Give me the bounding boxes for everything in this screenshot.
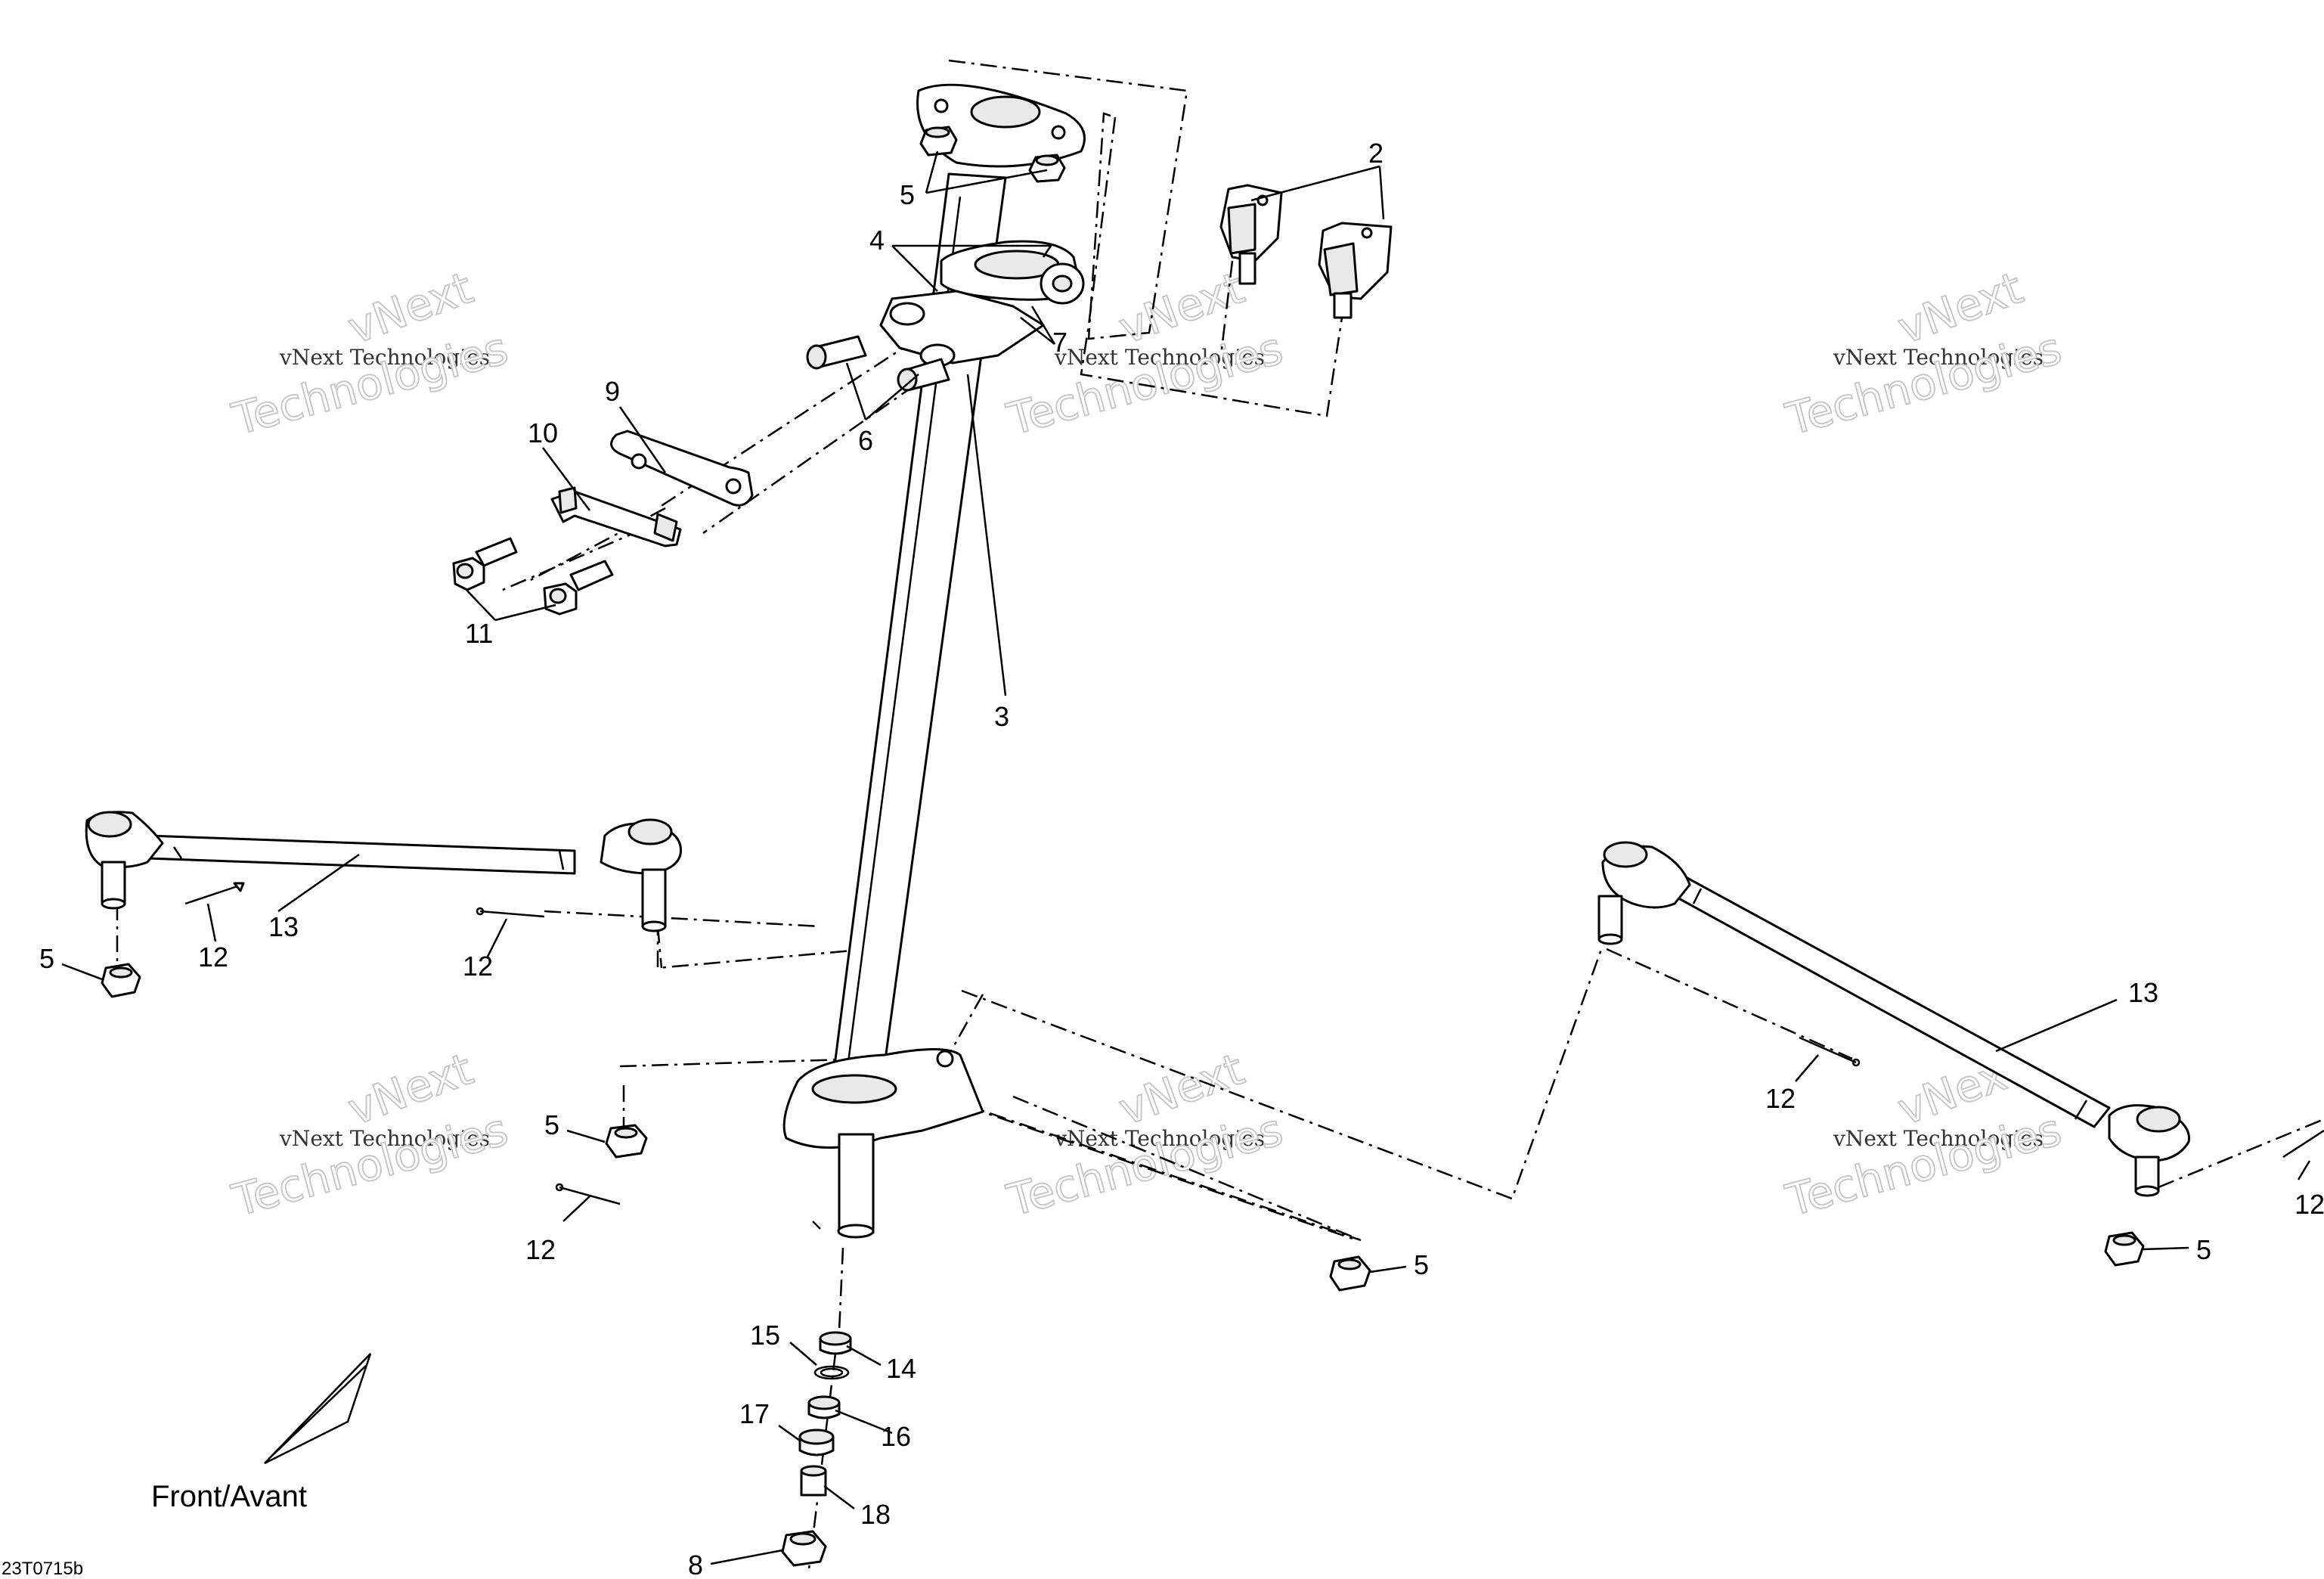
- steering-column[interactable]: [782, 83, 1086, 1239]
- callout-11: 11: [465, 618, 493, 649]
- svg-text:vNext Technologies: vNext Technologies: [279, 1126, 490, 1151]
- callout-16: 16: [881, 1421, 911, 1452]
- cotter-pin-left-2[interactable]: [476, 907, 545, 918]
- nut-8[interactable]: [781, 1530, 827, 1567]
- drawing-code: 23T0715b: [2, 1559, 83, 1579]
- callout-2: 2: [1368, 138, 1384, 169]
- column-nut-right[interactable]: [1329, 1255, 1371, 1292]
- svg-text:vNext Technologies: vNext Technologies: [279, 345, 490, 370]
- callout-10: 10: [528, 417, 558, 448]
- callout-13-right: 13: [2128, 977, 2158, 1008]
- callout-14: 14: [886, 1353, 916, 1384]
- tie-rod-nut-right[interactable]: [2104, 1231, 2145, 1267]
- watermark-bottom-middle: vNext vNext Technologies Technologies: [1001, 1042, 1288, 1227]
- assembly-guide-lines: [116, 59, 2324, 1570]
- callout-17: 17: [739, 1398, 770, 1429]
- svg-text:vNext Technologies: vNext Technologies: [1833, 345, 2044, 370]
- svg-text:vNext Technologies: vNext Technologies: [1054, 345, 1265, 370]
- callout-12-center: 12: [525, 1234, 556, 1265]
- front-direction-arrow-icon: [264, 1353, 372, 1465]
- callout-5-left: 5: [39, 943, 54, 974]
- watermark-top-left: vNext vNext Technologies Technologies: [226, 261, 513, 445]
- callout-3: 3: [994, 701, 1009, 732]
- callout-12-left-1: 12: [198, 942, 228, 973]
- washer-14[interactable]: [819, 1331, 852, 1355]
- column-nut-center[interactable]: [605, 1124, 648, 1159]
- tie-rod-left[interactable]: [85, 811, 682, 932]
- cotter-pin-left-1[interactable]: [184, 882, 245, 905]
- spacer-16[interactable]: [807, 1395, 841, 1419]
- front-avant-label: Front/Avant: [151, 1480, 307, 1513]
- cotter-pin-right-1[interactable]: [1799, 1036, 1861, 1067]
- flange-nut-upper-right[interactable]: [1028, 154, 1066, 183]
- leader-lines: [61, 150, 2311, 1565]
- callout-12-right-2: 12: [2295, 1189, 2324, 1220]
- watermark-group: vNext vNext Technologies Technologies vN…: [226, 261, 2067, 1227]
- cotter-pin-center[interactable]: [555, 1183, 621, 1205]
- callout-5-center: 5: [544, 1109, 559, 1140]
- watermark-top-right: vNext vNext Technologies Technologies: [1780, 261, 2067, 445]
- watermark-bottom-left: vNext vNext Technologies Technologies: [226, 1042, 513, 1227]
- bushing-sleeve-left[interactable]: [806, 335, 867, 370]
- callout-18: 18: [860, 1499, 891, 1530]
- lock-plate[interactable]: [550, 486, 682, 548]
- callout-15: 15: [750, 1320, 780, 1351]
- callout-13-left: 13: [268, 911, 299, 942]
- callout-5-right: 5: [2196, 1234, 2211, 1265]
- callout-12-left-2: 12: [463, 951, 493, 982]
- callout-4: 4: [869, 225, 885, 256]
- o-ring-15[interactable]: [813, 1365, 850, 1380]
- callout-5-top: 5: [900, 179, 915, 210]
- retainer-plate[interactable]: [610, 430, 754, 507]
- callout-9: 9: [605, 376, 620, 407]
- handlebar-block-left[interactable]: [1219, 184, 1283, 285]
- callout-8: 8: [688, 1550, 703, 1579]
- bushing-sleeve-right[interactable]: [897, 358, 950, 392]
- tie-rod-nut-left[interactable]: [101, 963, 141, 998]
- callout-12-right-1: 12: [1765, 1083, 1796, 1114]
- cotter-pin-right-2[interactable]: [2282, 1129, 2324, 1159]
- handlebar-block-right[interactable]: [1318, 222, 1393, 319]
- callout-6: 6: [858, 425, 873, 456]
- bearing-17[interactable]: [798, 1429, 835, 1456]
- column-bolt-left[interactable]: [452, 537, 518, 591]
- svg-text:vNext Technologies: vNext Technologies: [1833, 1126, 2044, 1151]
- callout-7: 7: [1052, 327, 1067, 358]
- callout-5-right-column: 5: [1414, 1249, 1429, 1280]
- callout-labels: 2 3 4 5 6 7 9 10 11 13 12 12 5 5 12 5 13…: [39, 138, 2324, 1579]
- bushing-18[interactable]: [800, 1465, 827, 1497]
- tie-rod-right[interactable]: [1597, 841, 2190, 1197]
- flange-nut-upper-left[interactable]: [919, 126, 958, 157]
